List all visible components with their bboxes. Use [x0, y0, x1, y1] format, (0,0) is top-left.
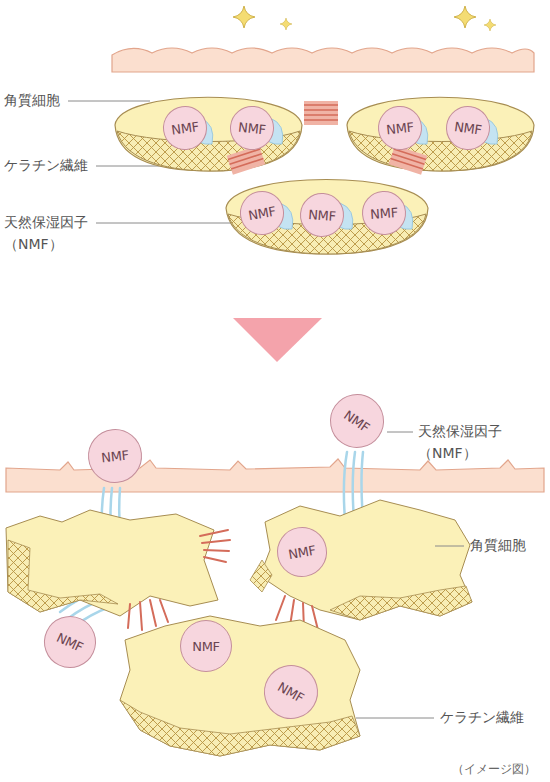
leader-line: [68, 101, 150, 102]
leader-line: [356, 432, 464, 718]
part-label: 角質細胞: [4, 90, 66, 112]
transition-arrow: [233, 318, 322, 362]
corneocyte: [115, 97, 302, 171]
keratin-fiber: [120, 700, 360, 756]
corneocyte: [226, 180, 428, 255]
sparkle: [233, 6, 255, 28]
corneocyte: [347, 97, 534, 171]
part-label: ケラチン繊維: [4, 155, 94, 177]
keratin-fiber: [250, 560, 272, 592]
corneocyte: [120, 616, 360, 756]
skin-surface: [112, 48, 534, 72]
nmf-text: NMF: [341, 407, 372, 435]
cell-junction: [228, 149, 263, 169]
keratin-fiber: [8, 540, 118, 612]
leader-line: [356, 718, 434, 719]
cell-junction: [304, 105, 338, 120]
part-label: ケラチン繊維: [440, 707, 530, 729]
cell-junction: [227, 145, 266, 175]
cell-junction: [389, 145, 428, 175]
keratin-fiber: [349, 131, 532, 171]
broken-junction: [200, 530, 230, 562]
cell-junction: [389, 145, 428, 175]
cell-junction: [227, 101, 428, 175]
nmf-text: NMF: [287, 542, 317, 562]
cell-junction: [227, 145, 266, 175]
keratin-fiber: [330, 586, 472, 620]
nmf-text: NMF: [453, 119, 482, 138]
nmf-circle: NMF: [319, 383, 394, 458]
corneocyte: [6, 510, 218, 616]
sparkle: [454, 6, 476, 28]
nmf-text: NMF: [247, 203, 277, 223]
part-label: 天然保湿因子 （NMF）: [418, 421, 510, 464]
nmf-text: NMF: [386, 119, 415, 137]
broken-junction: [128, 600, 168, 630]
corneocyte: [347, 97, 534, 171]
nmf-text: NMF: [101, 447, 130, 465]
broken-junction: [128, 530, 230, 630]
caption: （イメージ図）: [452, 761, 536, 778]
cell-junction: [304, 101, 338, 125]
sparkle: [484, 19, 496, 31]
nmf-circle: NMF: [35, 607, 104, 676]
cell-junction: [391, 149, 426, 169]
nmf-text: NMF: [275, 679, 306, 706]
corneocyte: [115, 97, 302, 171]
leader-line: [96, 223, 240, 224]
corneocyte: [226, 180, 428, 255]
part-label: 角質細胞: [470, 535, 534, 557]
nmf-text: NMF: [54, 629, 85, 654]
part-label: 天然保湿因子 （NMF）: [4, 212, 94, 255]
water-streak: [344, 452, 347, 520]
nmf-text: NMF: [238, 119, 267, 137]
leader-line: [435, 546, 464, 547]
cell-junction: [304, 101, 338, 125]
nmf-text: NMF: [192, 639, 220, 654]
corneocyte: [260, 500, 472, 620]
corneocyte: [250, 500, 472, 630]
corneocyte: [6, 510, 230, 630]
nmf-text: NMF: [370, 205, 399, 222]
skin-surface: [6, 459, 544, 492]
corneocyte: [120, 616, 360, 756]
nmf-text: NMF: [170, 119, 199, 138]
leader-line: [387, 432, 413, 433]
nmf-text: NMF: [308, 207, 337, 224]
sparkle: [233, 6, 496, 31]
sparkle: [280, 18, 292, 30]
nmf-circle: NMF: [180, 620, 232, 672]
